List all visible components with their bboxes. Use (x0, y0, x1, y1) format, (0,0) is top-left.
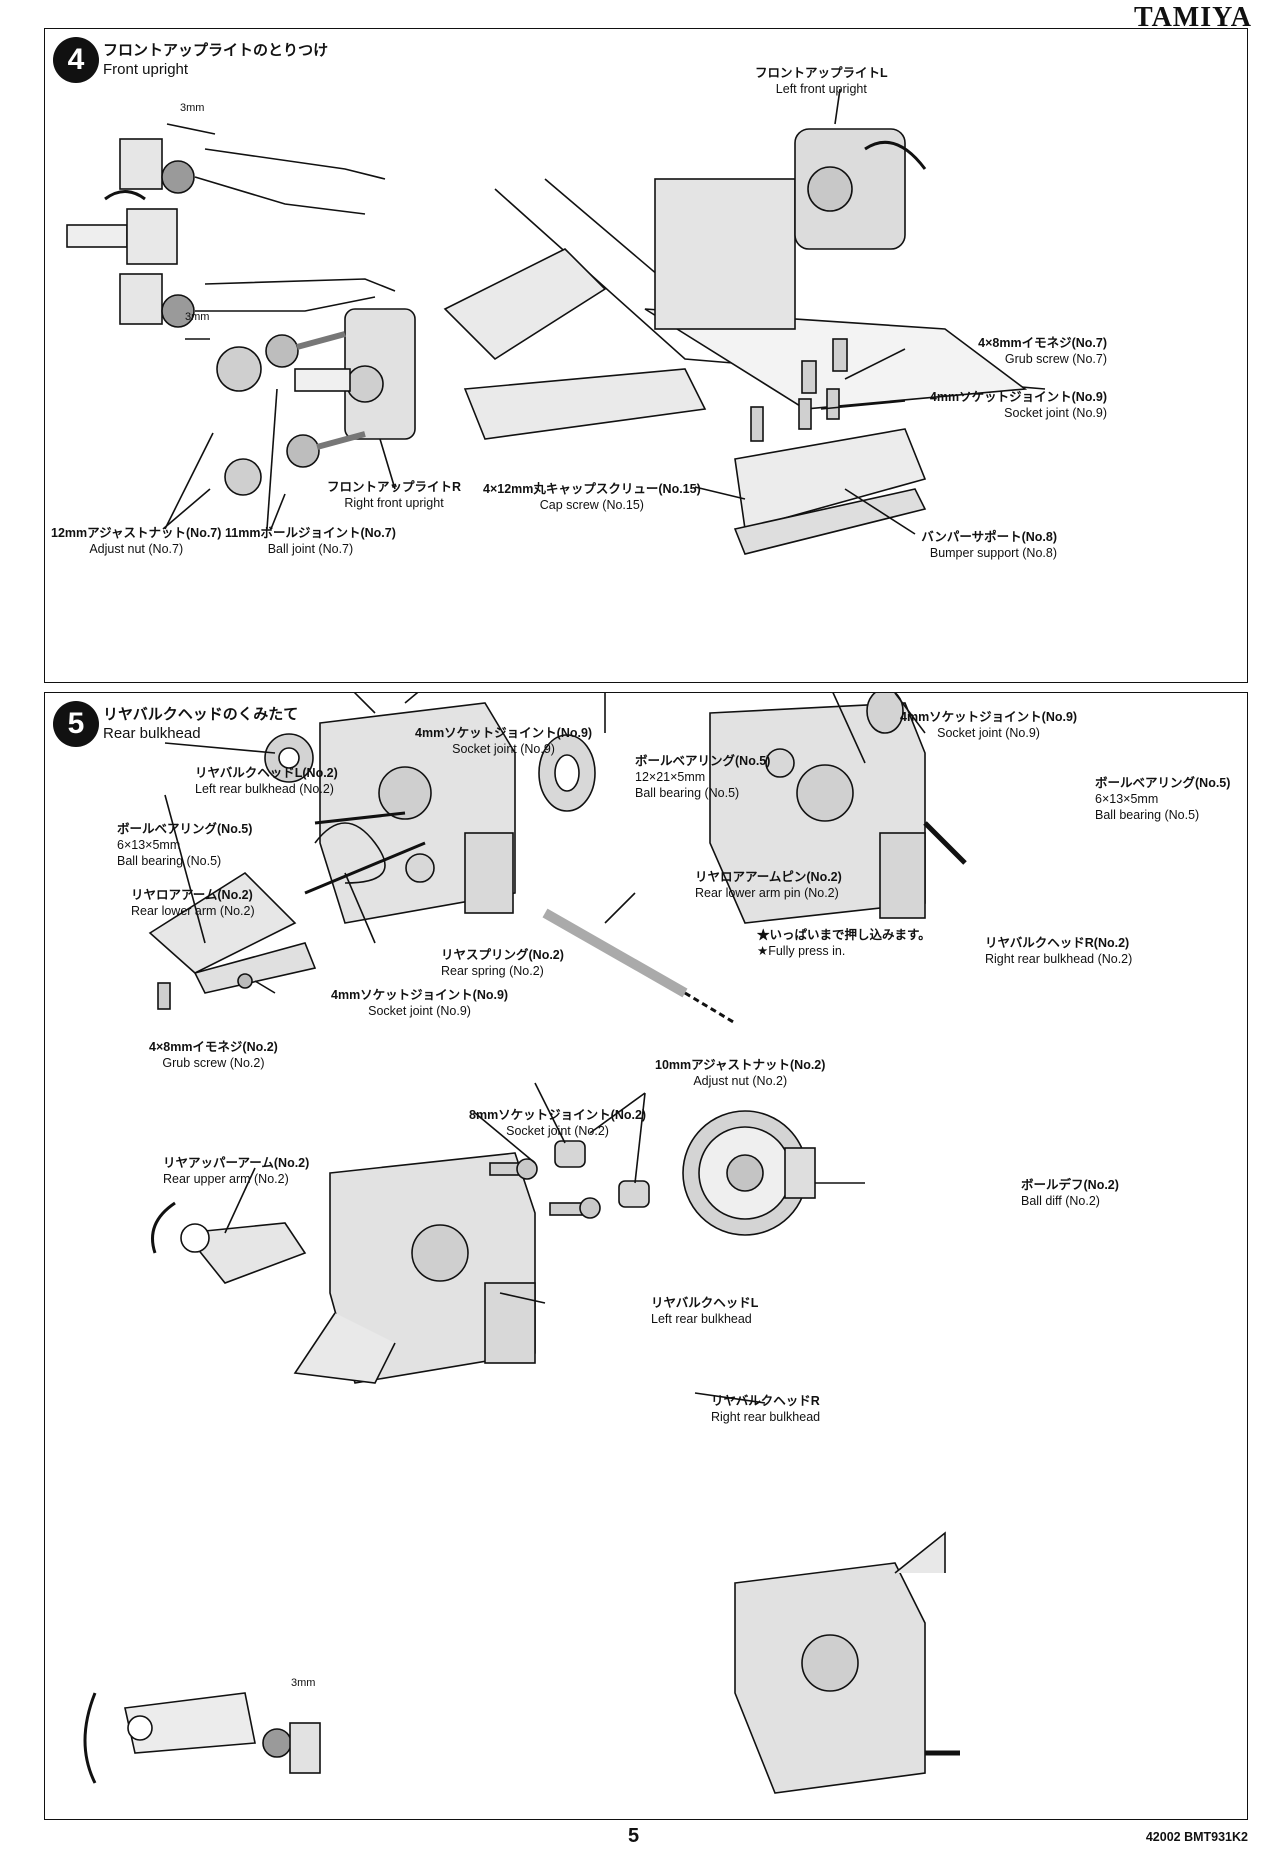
label-socket-joint-mid: 4mmソケットジョイント(No.9)Socket joint (No.9) (331, 988, 509, 1018)
step-title: フロントアップライトのとりつけ Front upright (103, 41, 328, 79)
label-socket-joint-right: 4mmソケットジョイント(No.9)Socket joint (No.9) (900, 710, 1078, 740)
label-left-rear-bulkhead: リヤバルクヘッドL(No.2)Left rear bulkhead (No.2) (195, 766, 338, 796)
label-grub-screw: 4×8mmイモネジ(No.7)Grub screw (No.7) (978, 336, 1107, 366)
step-5-illustration (83, 693, 967, 1794)
label-adjust-nut-10mm: 10mmアジャストナット(No.2)Adjust nut (No.2) (655, 1058, 826, 1088)
step-title-jp: リヤバルクヘッドのくみたて (103, 706, 299, 723)
step-5-panel: 5 リヤバルクヘッドのくみたて Rear bulkhead 4mmソケットジョイ… (44, 692, 1248, 1820)
label-socket-joint-top: 4mmソケットジョイント(No.9)Socket joint (No.9) (415, 726, 593, 756)
label-adjust-nut: 12mmアジャストナット(No.7)Adjust nut (No.7) (51, 526, 222, 556)
label-rear-lower-arm: リヤロアアーム(No.2)Rear lower arm (No.2) (131, 888, 255, 918)
step-title: リヤバルクヘッドのくみたて Rear bulkhead (103, 705, 298, 743)
step-title-en: Rear bulkhead (103, 725, 201, 742)
label-right-rear-bulkhead: リヤバルクヘッドR(No.2)Right rear bulkhead (No.2… (985, 936, 1133, 966)
document-code: 42002 BMT931K2 (1145, 1830, 1248, 1844)
label-bumper-support: バンパーサポート(No.8)Bumper support (No.8) (921, 530, 1057, 560)
label-fully-press-in: ★いっぱいまで押し込みます。★Fully press in. (757, 928, 931, 958)
label-ball-joint: 11mmボールジョイント(No.7)Ball joint (No.7) (225, 526, 396, 556)
label-socket-joint-8mm: 8mmソケットジョイント(No.2)Socket joint (No.2) (469, 1108, 647, 1138)
label-rear-spring: リヤスプリング(No.2)Rear spring (No.2) (441, 948, 564, 978)
page-number: 5 (628, 1825, 640, 1847)
step-4-illustration (66, 88, 1046, 555)
step-4-panel: 4 フロントアップライトのとりつけ Front upright 3mm 3mm … (44, 28, 1248, 683)
brand-logo: TAMIYA (1133, 2, 1252, 33)
label-cap-screw: 4×12mm丸キャップスクリュー(No.15)Cap screw (No.15) (483, 482, 701, 512)
label-grub-screw: 4×8mmイモネジ(No.2)Grub screw (No.2) (149, 1040, 278, 1070)
label-ball-diff: ボールデフ(No.2)Ball diff (No.2) (1021, 1178, 1119, 1208)
dimension-label: 3mm (185, 311, 210, 323)
step-number: 5 (53, 701, 99, 747)
label-rear-lower-arm-pin: リヤロアアームピン(No.2)Rear lower arm pin (No.2) (695, 870, 842, 900)
step-number: 4 (53, 37, 99, 83)
step-title-en: Front upright (103, 61, 189, 78)
label-socket-joint: 4mmソケットジョイント(No.9)Socket joint (No.9) (929, 390, 1107, 420)
step-title-jp: フロントアップライトのとりつけ (103, 42, 329, 59)
label-rear-upper-arm: リヤアッパーアーム(No.2)Rear upper arm (No.2) (163, 1156, 310, 1186)
dimension-label: 3mm (291, 1677, 316, 1689)
dimension-label: 3mm (180, 102, 205, 114)
